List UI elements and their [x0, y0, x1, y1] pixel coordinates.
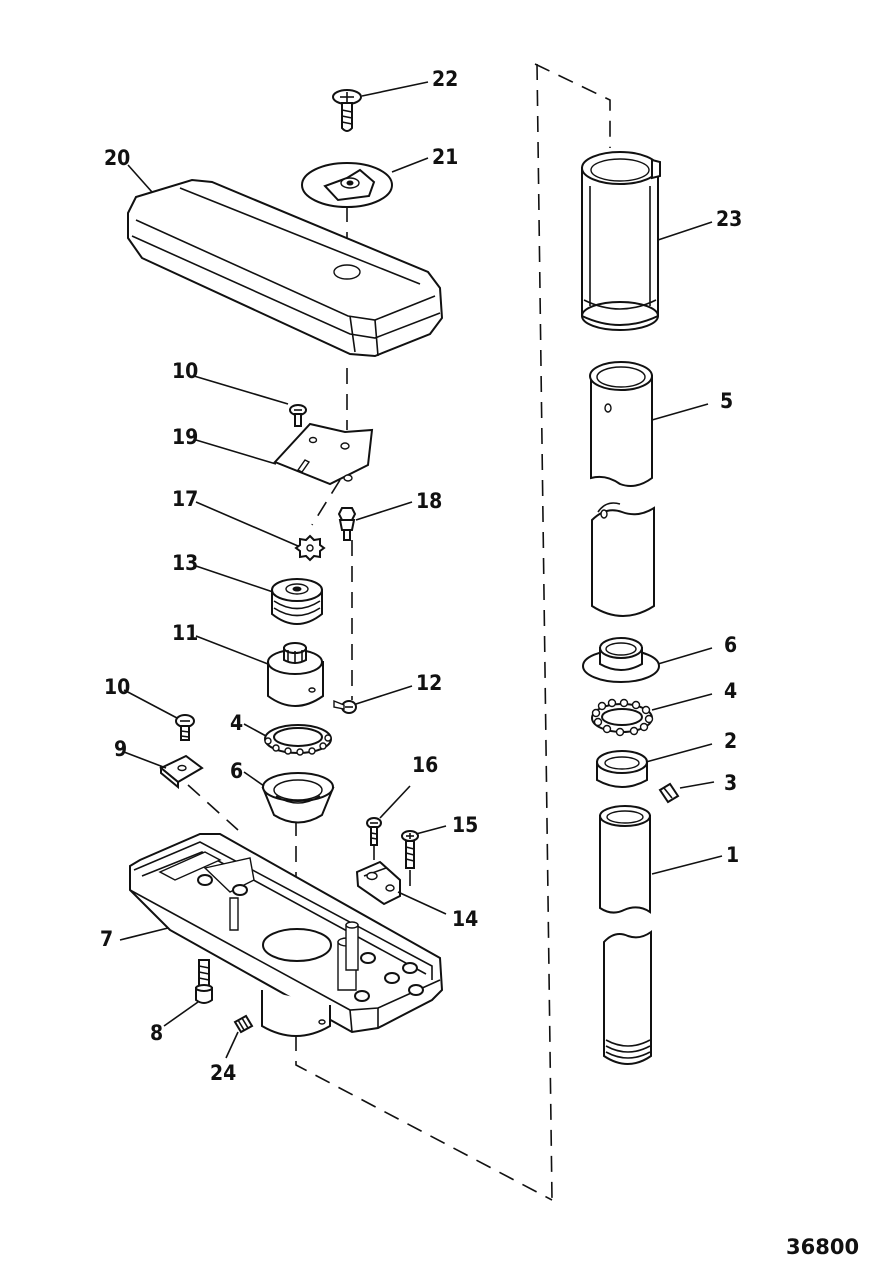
callout-labels: 22 21 20 23 10 5 19 17 18 13 11 6 10 12 … — [100, 67, 742, 1085]
part-6-cup-left — [261, 772, 335, 824]
callout-20: 20 — [104, 146, 130, 170]
part-18-pin — [337, 507, 357, 541]
callout-13: 13 — [172, 551, 198, 575]
part-1-shaft-lower — [603, 930, 652, 1065]
part-4-bearing-right — [591, 698, 654, 737]
part-19-bracket — [273, 422, 374, 486]
callout-24: 24 — [210, 1061, 236, 1085]
callout-7: 7 — [100, 927, 113, 951]
callout-8: 8 — [150, 1021, 163, 1045]
part-5-tube-lower — [591, 502, 655, 617]
callout-15: 15 — [452, 813, 478, 837]
part-4-bearing-left — [264, 724, 332, 756]
callout-21: 21 — [432, 145, 458, 169]
part-8-bolt — [195, 959, 213, 1004]
part-10-screw-lower — [175, 714, 195, 741]
callout-18: 18 — [416, 489, 442, 513]
part-2-collar — [596, 750, 648, 788]
callout-4-right: 4 — [724, 679, 737, 703]
part-21-cap — [301, 162, 393, 208]
callout-3: 3 — [724, 771, 737, 795]
callout-6-right: 6 — [724, 633, 737, 657]
callout-22: 22 — [432, 67, 458, 91]
part-17-star-washer — [294, 534, 326, 562]
part-7-base-housing — [129, 833, 444, 1037]
callout-11: 11 — [172, 621, 198, 645]
callout-5: 5 — [720, 389, 733, 413]
callout-2: 2 — [724, 729, 737, 753]
part-22-screw — [332, 89, 362, 132]
part-11-gear-drum — [267, 642, 324, 707]
part-24-set-screw — [233, 1014, 254, 1034]
part-9-nut-plate — [159, 754, 204, 790]
callout-14: 14 — [452, 907, 478, 931]
part-23-sleeve — [581, 151, 661, 331]
part-14-clamp — [355, 860, 401, 906]
callout-10-lower: 10 — [104, 675, 130, 699]
callout-23: 23 — [716, 207, 742, 231]
callout-6-left: 6 — [230, 759, 243, 783]
part-20-cover — [127, 178, 444, 358]
part-12-screw — [333, 699, 357, 714]
callout-4-left: 4 — [230, 711, 243, 735]
part-15-screw — [401, 830, 419, 869]
part-1-shaft — [599, 805, 651, 914]
callout-16: 16 — [412, 753, 438, 777]
callout-12: 12 — [416, 671, 442, 695]
part-5-tube — [589, 361, 653, 487]
callout-10-upper: 10 — [172, 359, 198, 383]
part-16-screw — [366, 817, 382, 846]
figure-id: 36800 — [786, 1235, 859, 1259]
callout-19: 19 — [172, 425, 198, 449]
callout-17: 17 — [172, 487, 198, 511]
part-6-cup-right — [582, 637, 660, 683]
callout-1: 1 — [726, 843, 739, 867]
part-10-screw-upper — [289, 404, 307, 427]
part-13-pulley — [271, 578, 323, 625]
callout-9: 9 — [114, 737, 127, 761]
part-3-set-screw — [658, 782, 680, 804]
leader-lines — [119, 81, 723, 1059]
